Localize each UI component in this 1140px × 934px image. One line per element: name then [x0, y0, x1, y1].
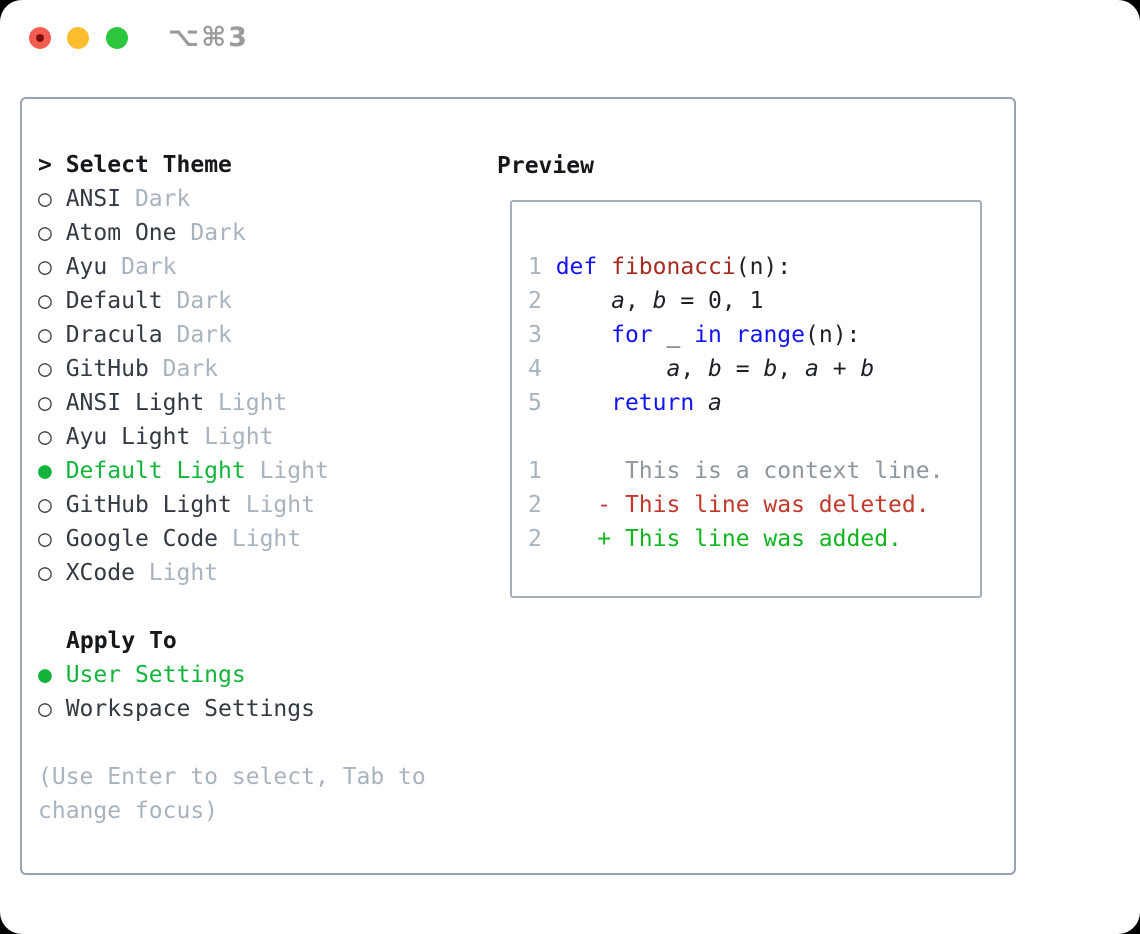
maximize-button[interactable] — [106, 27, 128, 49]
hint-line-2: change focus) — [38, 798, 219, 824]
code-line-2: 2 a, b = 0, 1 — [528, 288, 764, 314]
preview-box: 1 def fibonacci(n): 2 a, b = 0, 1 3 for _ … — [510, 200, 982, 598]
apply-option-user-settings[interactable]: ● User Settings — [38, 662, 246, 688]
select-theme-title: Select Theme — [65, 152, 232, 178]
code-line-4: 4 a, b = b, a + b — [528, 356, 875, 382]
select-theme-header: > Select Theme — [38, 148, 329, 182]
code-line-5: 5 return a — [528, 390, 722, 416]
theme-list: > Select Theme ○ ANSI Dark ○ Atom One Dar… — [38, 148, 329, 590]
theme-option-ayu-light[interactable]: ○ Ayu Light Light — [38, 424, 274, 450]
code-line-1: 1 def fibonacci(n): — [528, 254, 792, 280]
theme-option-default-light[interactable]: ● Default Light Light — [38, 458, 329, 484]
theme-picker-panel: > Select Theme ○ ANSI Dark ○ Atom One Dar… — [20, 97, 1016, 875]
close-dot-icon — [36, 34, 44, 42]
apply-option-workspace-settings[interactable]: ○ Workspace Settings — [38, 696, 315, 722]
theme-option-ansi[interactable]: ○ ANSI Dark — [38, 186, 191, 212]
theme-option-xcode[interactable]: ○ XCode Light — [38, 560, 219, 586]
theme-option-github-light[interactable]: ○ GitHub Light Light — [38, 492, 315, 518]
blank-line — [528, 420, 943, 454]
diff-line-2: 2 - This line was deleted. — [528, 492, 930, 518]
theme-option-atom-one[interactable]: ○ Atom One Dark — [38, 220, 246, 246]
window-title-shortcut: ⌥⌘3 — [168, 22, 249, 53]
code-line-3: 3 for _ in range(n): — [528, 322, 861, 348]
theme-option-google-code[interactable]: ○ Google Code Light — [38, 526, 302, 552]
code-preview: 1 def fibonacci(n): 2 a, b = 0, 1 3 for _ … — [528, 250, 943, 556]
hint-text: (Use Enter to select, Tab to change focus… — [38, 760, 426, 828]
preview-title: Preview — [497, 153, 594, 179]
hint-line-1: (Use Enter to select, Tab to — [38, 764, 426, 790]
theme-option-ansi-light[interactable]: ○ ANSI Light Light — [38, 390, 288, 416]
minimize-button[interactable] — [67, 27, 89, 49]
apply-to-header: Apply To — [66, 628, 177, 654]
theme-option-github[interactable]: ○ GitHub Dark — [38, 356, 219, 382]
theme-option-default[interactable]: ○ Default Dark — [38, 288, 232, 314]
selection-caret-icon: > — [38, 152, 52, 178]
theme-option-ayu[interactable]: ○ Ayu Dark — [38, 254, 177, 280]
diff-line-1: 1 This is a context line. — [528, 458, 944, 484]
apply-to-section: Apply To ● User Settings ○ Workspace Sett… — [38, 624, 315, 726]
theme-option-dracula[interactable]: ○ Dracula Dark — [38, 322, 232, 348]
close-button[interactable] — [29, 27, 51, 49]
diff-line-3: 2 + This line was added. — [528, 526, 902, 552]
